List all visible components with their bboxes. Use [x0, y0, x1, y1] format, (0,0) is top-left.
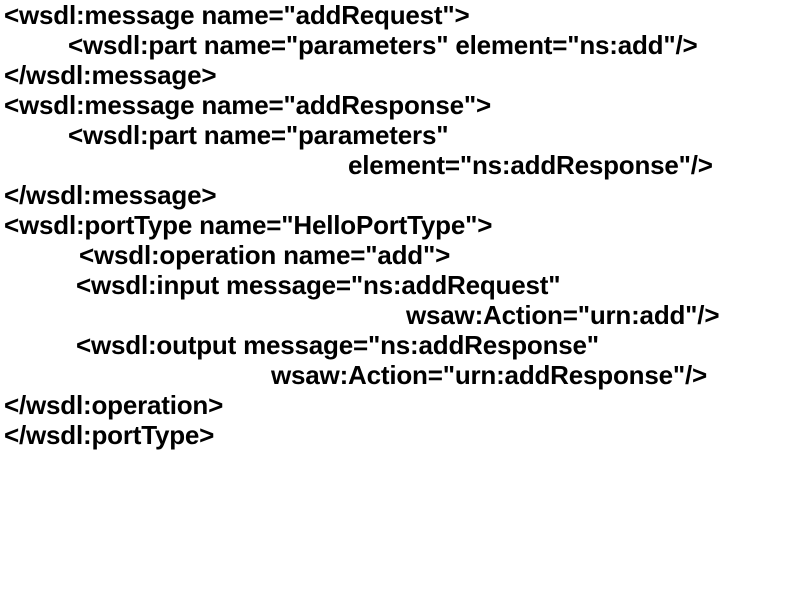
code-line-text: </wsdl:message> [4, 60, 217, 90]
code-line: <wsdl:input message="ns:addRequest" [0, 270, 800, 300]
code-line: <wsdl:message name="addRequest"> [0, 0, 800, 30]
code-line: wsaw:Action="urn:addResponse"/> [0, 360, 800, 390]
code-line: element="ns:addResponse"/> [0, 150, 800, 180]
code-line-text: <wsdl:operation name="add"> [79, 240, 451, 270]
code-line-text: <wsdl:portType name="HelloPortType"> [4, 210, 493, 240]
code-line: <wsdl:message name="addResponse"> [0, 90, 800, 120]
code-line-text: <wsdl:message name="addRequest"> [4, 0, 470, 30]
code-line-text: wsaw:Action="urn:add"/> [406, 300, 720, 330]
code-line: </wsdl:operation> [0, 390, 800, 420]
code-line: <wsdl:portType name="HelloPortType"> [0, 210, 800, 240]
wsdl-code-block: <wsdl:message name="addRequest"><wsdl:pa… [0, 0, 800, 450]
code-line-text: <wsdl:part name="parameters" [68, 120, 449, 150]
code-line-text: <wsdl:message name="addResponse"> [4, 90, 491, 120]
code-line: wsaw:Action="urn:add"/> [0, 300, 800, 330]
code-line: <wsdl:output message="ns:addResponse" [0, 330, 800, 360]
code-line-text: </wsdl:message> [4, 180, 217, 210]
code-line-text: </wsdl:operation> [4, 390, 224, 420]
code-line: <wsdl:operation name="add"> [0, 240, 800, 270]
code-line-text: </wsdl:portType> [4, 420, 215, 450]
code-line-text: element="ns:addResponse"/> [348, 150, 713, 180]
code-line-text: <wsdl:output message="ns:addResponse" [76, 330, 599, 360]
code-line: </wsdl:message> [0, 60, 800, 90]
code-line: </wsdl:portType> [0, 420, 800, 450]
code-line-text: <wsdl:part name="parameters" element="ns… [68, 30, 698, 60]
code-line-text: <wsdl:input message="ns:addRequest" [76, 270, 561, 300]
code-line: <wsdl:part name="parameters" [0, 120, 800, 150]
code-line: <wsdl:part name="parameters" element="ns… [0, 30, 800, 60]
code-line: </wsdl:message> [0, 180, 800, 210]
code-line-text: wsaw:Action="urn:addResponse"/> [271, 360, 707, 390]
